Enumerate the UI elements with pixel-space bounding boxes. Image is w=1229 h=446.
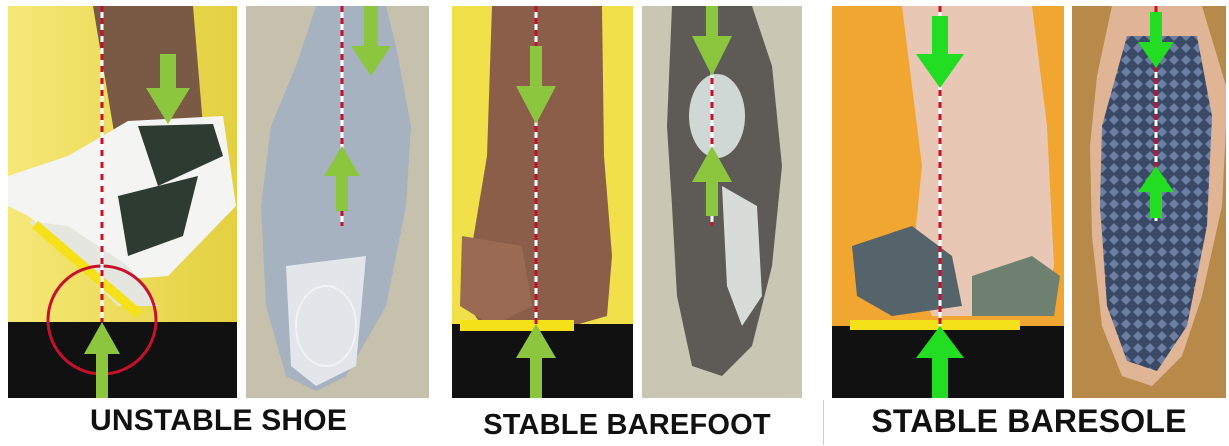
group-divider (823, 400, 824, 445)
stable-barefoot-sole-photo (642, 6, 802, 398)
caption-unstable-shoe: UNSTABLE SHOE (8, 400, 429, 442)
stable-baresole-sole-photo (1072, 6, 1226, 398)
unstable-shoe-sole-photo (246, 6, 429, 398)
unstable-shoe-side-photo (8, 6, 237, 398)
caption-stable-barefoot: STABLE BAREFOOT (452, 404, 802, 446)
stable-barefoot-side-photo (452, 6, 633, 398)
caption-stable-baresole: STABLE BARESOLE (832, 400, 1226, 442)
stable-baresole-side-photo (832, 6, 1064, 398)
